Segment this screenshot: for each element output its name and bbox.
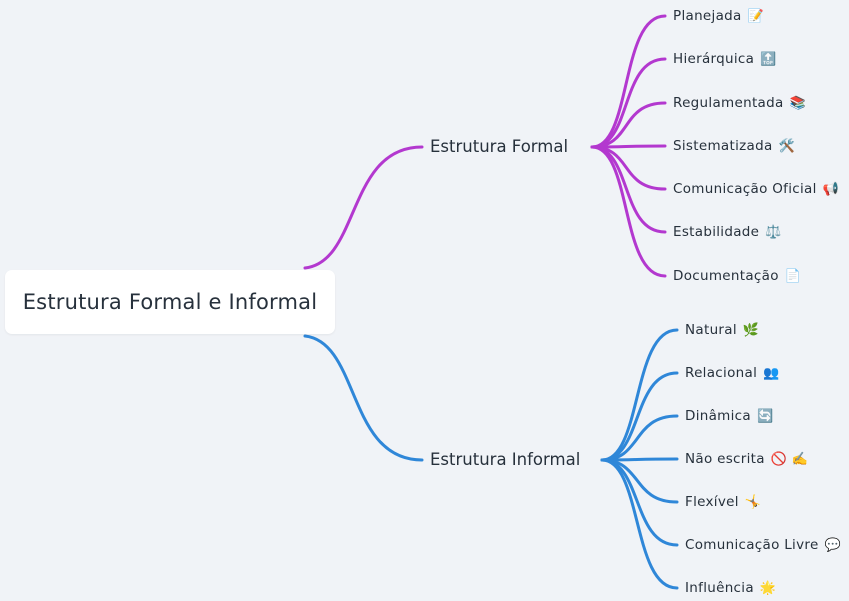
branch-node-informal[interactable]: Estrutura Informal (430, 450, 581, 469)
books-icon: 📚 (789, 96, 807, 111)
leaf-label: Relacional (685, 365, 758, 381)
leaf-label: Hierárquica (673, 51, 755, 67)
leaf-label: Não escrita (685, 451, 765, 467)
branch-to-leaf-connector (590, 145, 667, 191)
leaf-label: Dinâmica (685, 408, 751, 424)
branch-to-leaf-connector (600, 458, 679, 590)
megaphone-icon: 📢 (822, 182, 840, 197)
leaf-node[interactable]: Documentação 📄 (673, 267, 801, 286)
people-icon: 👥 (763, 366, 780, 381)
star-icon: 🌟 (759, 581, 777, 596)
cartwheel-icon: 🤸 (744, 495, 762, 510)
branch-node-formal[interactable]: Estrutura Formal (430, 137, 569, 156)
branch-to-leaf-connector (600, 371, 679, 462)
leaf-label: Sistematizada (673, 138, 773, 154)
leaf-node[interactable]: Relacional 👥 (685, 364, 780, 383)
branch-to-leaf-connector (600, 328, 679, 462)
root-node[interactable]: Estrutura Formal e Informal (5, 270, 335, 334)
leaf-node[interactable]: Planejada 📝 (673, 7, 764, 26)
leaf-label: Comunicação Oficial (673, 181, 817, 197)
leaf-node[interactable]: Influência 🌟 (685, 579, 776, 598)
leaf-label: Natural (685, 322, 737, 338)
root-to-branch-connector-2 (303, 334, 424, 462)
branch-to-leaf-connector (600, 414, 679, 462)
leaf-node[interactable]: Hierárquica 🔝 (673, 50, 777, 69)
leaf-node[interactable]: Comunicação Livre 💬 (685, 536, 841, 555)
leaf-node[interactable]: Natural 🌿 (685, 321, 759, 340)
top-arrow-icon: 🔝 (760, 52, 777, 67)
branch-to-leaf-connector (590, 145, 667, 278)
herb-icon: 🌿 (742, 323, 760, 338)
scales-icon: ⚖️ (765, 225, 782, 240)
leaf-label: Estabilidade (673, 224, 760, 240)
branch-to-leaf-connector (590, 101, 667, 149)
leaf-node[interactable]: Dinâmica 🔄 (685, 407, 773, 426)
leaf-node[interactable]: Sistematizada 🛠️ (673, 137, 795, 156)
root-label: Estrutura Formal e Informal (22, 290, 318, 314)
branch-to-leaf-connector (590, 14, 667, 149)
leaf-node[interactable]: Flexível 🤸 (685, 493, 761, 512)
leaf-node[interactable]: Comunicação Oficial 📢 (673, 180, 839, 199)
tools-icon: 🛠️ (778, 139, 796, 154)
memo-icon: 📝 (747, 9, 765, 24)
leaf-node[interactable]: Regulamentada 📚 (673, 94, 806, 113)
leaf-label: Influência (685, 580, 754, 596)
root-to-branch-connector-1 (303, 145, 424, 270)
leaf-label: Planejada (673, 8, 742, 24)
leaf-label: Documentação (673, 268, 779, 284)
leaf-label: Comunicação Livre (685, 537, 819, 553)
leaf-node[interactable]: Estabilidade ⚖️ (673, 223, 782, 242)
leaf-label: Flexível (685, 494, 739, 510)
document-icon: 📄 (784, 269, 802, 284)
branch-to-leaf-connector (600, 458, 679, 504)
branch-to-leaf-connector (590, 57, 667, 149)
no-writing-icon: 🚫 ✍️ (770, 452, 809, 467)
leaf-node[interactable]: Não escrita 🚫 ✍️ (685, 450, 808, 469)
leaf-label: Regulamentada (673, 95, 784, 111)
cycle-arrows-icon: 🔄 (756, 409, 774, 424)
speech-bubble-icon: 💬 (824, 538, 842, 553)
